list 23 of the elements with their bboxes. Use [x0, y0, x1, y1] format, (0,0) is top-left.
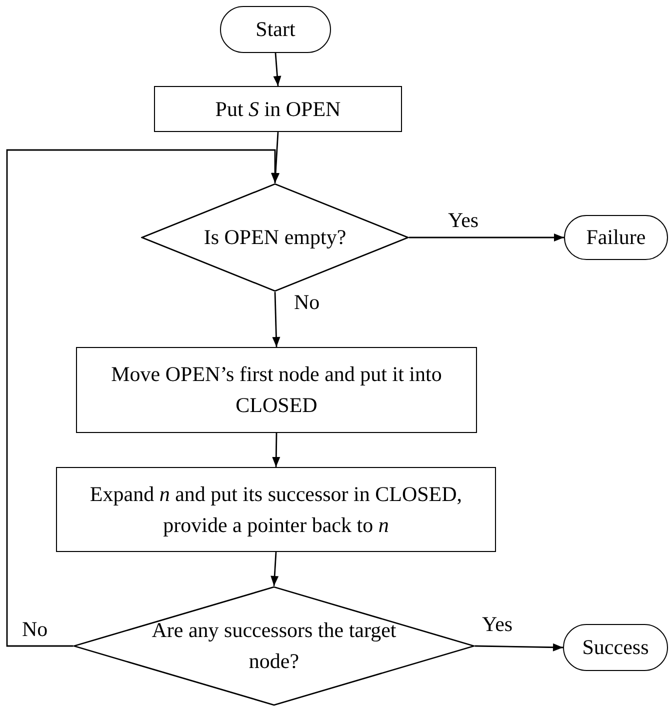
terminal-box	[564, 215, 668, 260]
node-text: Are any successors the target node?	[150, 617, 398, 675]
decision-diamond	[141, 183, 409, 292]
node-text: Put S in OPEN	[215, 96, 341, 122]
node-text: Is OPEN empty?	[204, 224, 346, 251]
node-text: Start	[256, 16, 296, 43]
node-text: Failure	[586, 224, 646, 251]
arrow	[474, 643, 564, 652]
terminal-box	[563, 624, 668, 671]
process-box	[56, 467, 496, 552]
node-text: Move OPEN’s first node and put it into CLOSED	[110, 361, 443, 419]
arrow	[272, 292, 280, 348]
node-text: Expand n and put its successor in CLOSED, provide a pointer back to n	[88, 480, 464, 538]
arrow	[273, 52, 282, 86]
arrow	[6, 149, 279, 647]
process-box	[154, 86, 402, 132]
arrow	[270, 552, 279, 586]
arrow	[409, 234, 564, 242]
process-box	[76, 347, 477, 433]
terminal-box	[220, 6, 331, 53]
arrow	[272, 433, 280, 467]
decision-diamond	[73, 586, 475, 706]
node-text: Success	[582, 634, 649, 661]
